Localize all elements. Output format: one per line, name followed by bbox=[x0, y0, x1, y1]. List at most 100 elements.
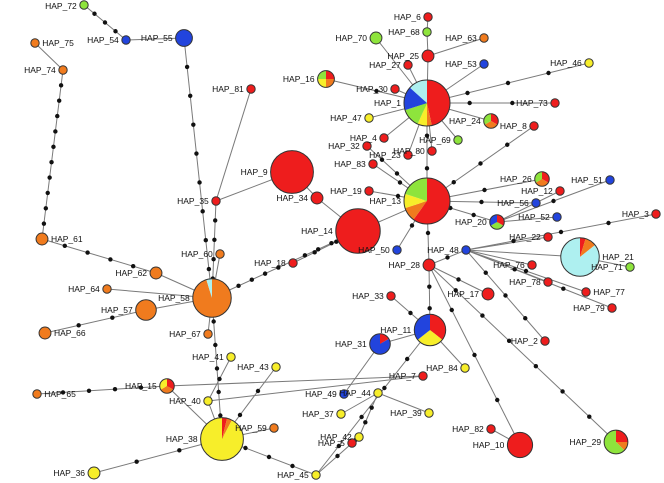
haplotype-node-hap-77 bbox=[581, 287, 591, 297]
pie-slice bbox=[203, 329, 213, 339]
haplotype-node-hap-47 bbox=[364, 113, 374, 123]
network-link bbox=[340, 392, 379, 415]
haplotype-label: HAP_81 bbox=[212, 84, 244, 94]
haplotype-node-hap-44 bbox=[373, 388, 383, 398]
haplotype-label: HAP_23 bbox=[369, 150, 401, 160]
haplotype-label: HAP_66 bbox=[54, 328, 86, 338]
pie-slice bbox=[347, 438, 357, 448]
pie-slice bbox=[311, 470, 321, 480]
haplotype-label: HAP_70 bbox=[335, 33, 367, 43]
mutation-step-dot bbox=[47, 175, 52, 180]
mutation-step-dot bbox=[408, 310, 413, 316]
haplotype-label: HAP_26 bbox=[500, 174, 532, 184]
haplotype-node-hap-25 bbox=[421, 49, 435, 63]
pie-slice bbox=[535, 179, 549, 187]
haplotype-label: HAP_28 bbox=[388, 260, 420, 270]
haplotype-label: HAP_36 bbox=[53, 468, 85, 478]
pie-slice bbox=[226, 352, 236, 362]
haplotype-label: HAP_33 bbox=[352, 291, 384, 301]
pie-outline bbox=[603, 429, 629, 455]
pie-slice bbox=[427, 79, 451, 126]
mutation-step-dot bbox=[200, 209, 205, 214]
haplotype-node-hap-2 bbox=[540, 336, 550, 346]
haplotype-label: HAP_54 bbox=[87, 35, 119, 45]
mutation-step-dot bbox=[561, 286, 566, 291]
haplotype-label: HAP_16 bbox=[283, 74, 315, 84]
mutation-step-dot bbox=[451, 180, 456, 185]
pie-slice bbox=[527, 260, 537, 270]
haplotype-node-hap-16 bbox=[317, 70, 335, 88]
network-link bbox=[34, 42, 64, 71]
pie-slice bbox=[288, 258, 298, 268]
mutation-step-dot bbox=[184, 64, 190, 70]
mutation-step-dot bbox=[503, 293, 508, 298]
mutation-step-dot bbox=[480, 313, 485, 318]
haplotype-node-hap-11 bbox=[413, 313, 447, 347]
mutation-step-dot bbox=[523, 268, 529, 274]
haplotype-node-hap-59 bbox=[269, 423, 279, 433]
mutation-step-dot bbox=[60, 390, 66, 395]
haplotype-node-hap-15 bbox=[159, 378, 175, 394]
pie-slice bbox=[32, 389, 42, 399]
pie-slice bbox=[206, 278, 212, 298]
pie-slice bbox=[625, 262, 635, 272]
haplotype-node-hap-61 bbox=[35, 232, 49, 246]
haplotype-node-hap-28 bbox=[422, 258, 436, 272]
network-link bbox=[465, 249, 613, 309]
network-link bbox=[41, 69, 64, 240]
haplotype-node-hap-67 bbox=[203, 329, 213, 339]
mutation-step-dot bbox=[211, 319, 216, 324]
haplotype-label: HAP_15 bbox=[125, 381, 157, 391]
mutation-step-dot bbox=[479, 199, 484, 205]
mutation-step-dot bbox=[560, 389, 565, 394]
haplotype-node-hap-14 bbox=[335, 208, 381, 254]
pie-slice bbox=[269, 423, 279, 433]
haplotype-label: HAP_80 bbox=[393, 146, 425, 156]
pie-slice bbox=[373, 388, 383, 398]
pie-slice bbox=[414, 314, 430, 340]
mutation-step-dot bbox=[379, 157, 385, 162]
pie-slice bbox=[310, 191, 324, 205]
pie-slice bbox=[403, 87, 427, 111]
pie-slice bbox=[550, 98, 560, 108]
haplotype-node-hap-50 bbox=[392, 245, 402, 255]
mutation-step-dot bbox=[213, 342, 218, 348]
pie-slice bbox=[121, 35, 131, 45]
haplotype-node-hap-69 bbox=[453, 135, 463, 145]
haplotype-label: HAP_4 bbox=[350, 133, 377, 143]
haplotype-label: HAP_73 bbox=[516, 98, 548, 108]
mutation-step-dot bbox=[112, 387, 118, 392]
mutation-step-dot bbox=[606, 220, 611, 226]
haplotype-label: HAP_48 bbox=[427, 245, 459, 255]
mutation-step-dot bbox=[397, 180, 403, 185]
mutation-step-dot bbox=[587, 414, 592, 419]
mutation-step-dot bbox=[276, 265, 281, 270]
pie-slice bbox=[424, 408, 434, 418]
haplotype-node-hap-6 bbox=[423, 12, 433, 22]
mutation-step-dot bbox=[217, 376, 222, 382]
network-link bbox=[428, 264, 617, 443]
pie-slice bbox=[616, 442, 628, 451]
haplotype-label: HAP_43 bbox=[237, 362, 269, 372]
haplotype-label: HAP_14 bbox=[301, 226, 333, 236]
haplotype-label: HAP_42 bbox=[320, 432, 352, 442]
haplotype-node-hap-5 bbox=[347, 438, 357, 448]
pie-slice bbox=[246, 84, 256, 94]
mutation-step-dot bbox=[214, 366, 220, 371]
pie-slice bbox=[317, 79, 326, 88]
haplotype-label: HAP_22 bbox=[509, 232, 541, 242]
haplotype-node-hap-74 bbox=[58, 65, 68, 75]
haplotype-node-hap-31 bbox=[369, 333, 391, 355]
haplotype-label: HAP_51 bbox=[571, 175, 603, 185]
pie-slice bbox=[79, 0, 89, 10]
mutation-step-dot bbox=[312, 250, 317, 255]
mutation-step-dot bbox=[546, 70, 551, 76]
mutation-step-dot bbox=[512, 267, 517, 272]
haplotype-label: HAP_79 bbox=[573, 303, 605, 313]
mutation-step-dot bbox=[212, 237, 217, 242]
pie-slice bbox=[326, 70, 335, 79]
network-link bbox=[125, 37, 185, 41]
pie-slice bbox=[413, 177, 451, 225]
haplotype-node-hap-13 bbox=[403, 177, 451, 225]
mutation-step-dot bbox=[49, 159, 54, 165]
